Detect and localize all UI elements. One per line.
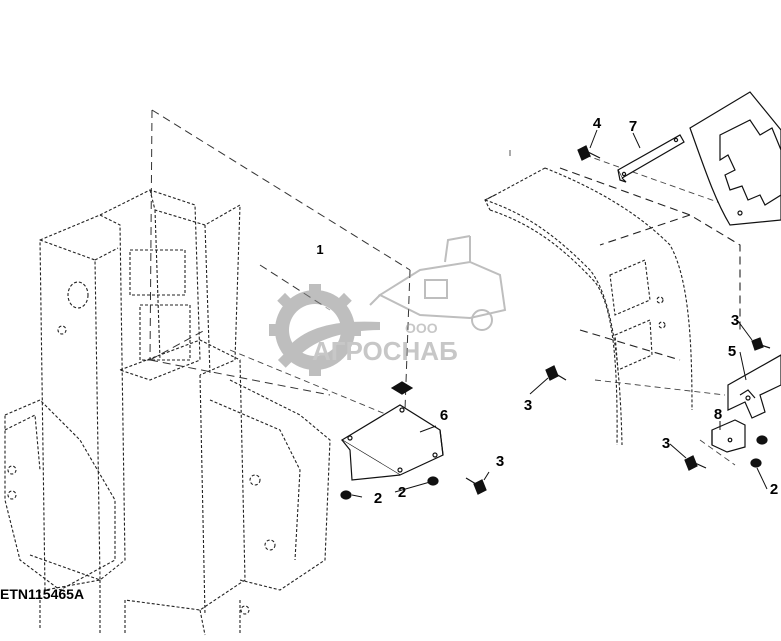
harvester-icon [369,235,507,331]
gear-icon [269,284,380,376]
callout-7: 7 [629,118,637,135]
callout-3: 3 [731,312,739,329]
callout-3: 3 [524,397,532,414]
frame-assembly-left [4,189,331,636]
part-7-strip [617,134,685,183]
agrosnab-watermark-logo: ООО АГРОСНАБ [269,235,507,376]
callout-3: 3 [662,435,670,452]
shield-assembly-right [484,167,741,446]
callouts: 1 2 2 2 3 3 3 3 3 4 5 6 7 8 [316,115,778,507]
callout-8: 8 [714,406,722,423]
part-8-bracket [711,419,746,453]
plate-upper-right [689,91,781,226]
fasteners [340,145,771,500]
part-5-bracket [727,354,781,419]
callout-2: 2 [770,481,778,498]
callout-6: 6 [440,407,448,424]
part-6-bracket [340,381,444,481]
callout-4: 4 [593,115,602,132]
callout-2: 2 [398,484,406,501]
callout-2: 2 [374,490,382,507]
callout-leaders [351,129,768,498]
callout-5: 5 [728,343,736,360]
watermark-agrosnab: АГРОСНАБ [312,336,458,366]
watermark-ooo: ООО [405,320,438,336]
figure-id-label: ETN115465A [0,586,85,602]
callout-3: 3 [496,453,504,470]
callout-1: 1 [316,242,323,257]
